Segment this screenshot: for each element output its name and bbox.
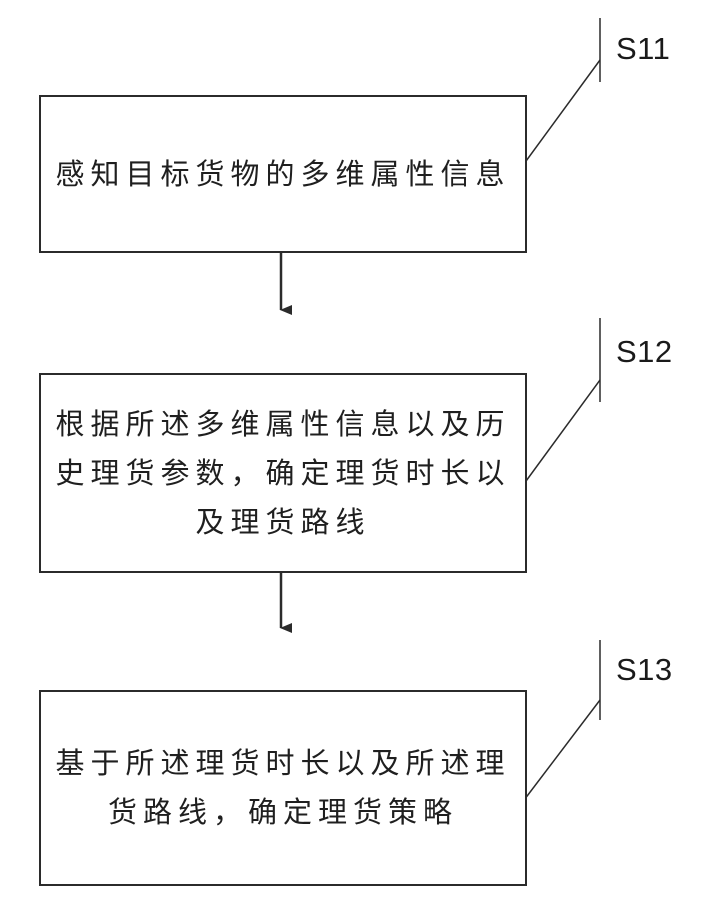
step-label-s12: S12 <box>616 334 673 370</box>
step-text-s11: 感知目标货物的多维属性信息 <box>53 150 513 199</box>
step-label-s13: S13 <box>616 652 673 688</box>
step-text-s13: 基于所述理货时长以及所述理货路线，确定理货策略 <box>53 739 513 837</box>
step-label-s11: S11 <box>616 31 670 67</box>
label-leader-s12 <box>518 380 600 492</box>
step-box-s12: 根据所述多维属性信息以及历史理货参数，确定理货时长以及理货路线 <box>39 373 527 573</box>
step-text-s12: 根据所述多维属性信息以及历史理货参数，确定理货时长以及理货路线 <box>53 400 513 547</box>
label-leader-s11 <box>518 60 600 172</box>
step-box-s13: 基于所述理货时长以及所述理货路线，确定理货策略 <box>39 690 527 886</box>
step-box-s11: 感知目标货物的多维属性信息 <box>39 95 527 253</box>
label-leader-s13 <box>518 700 600 808</box>
